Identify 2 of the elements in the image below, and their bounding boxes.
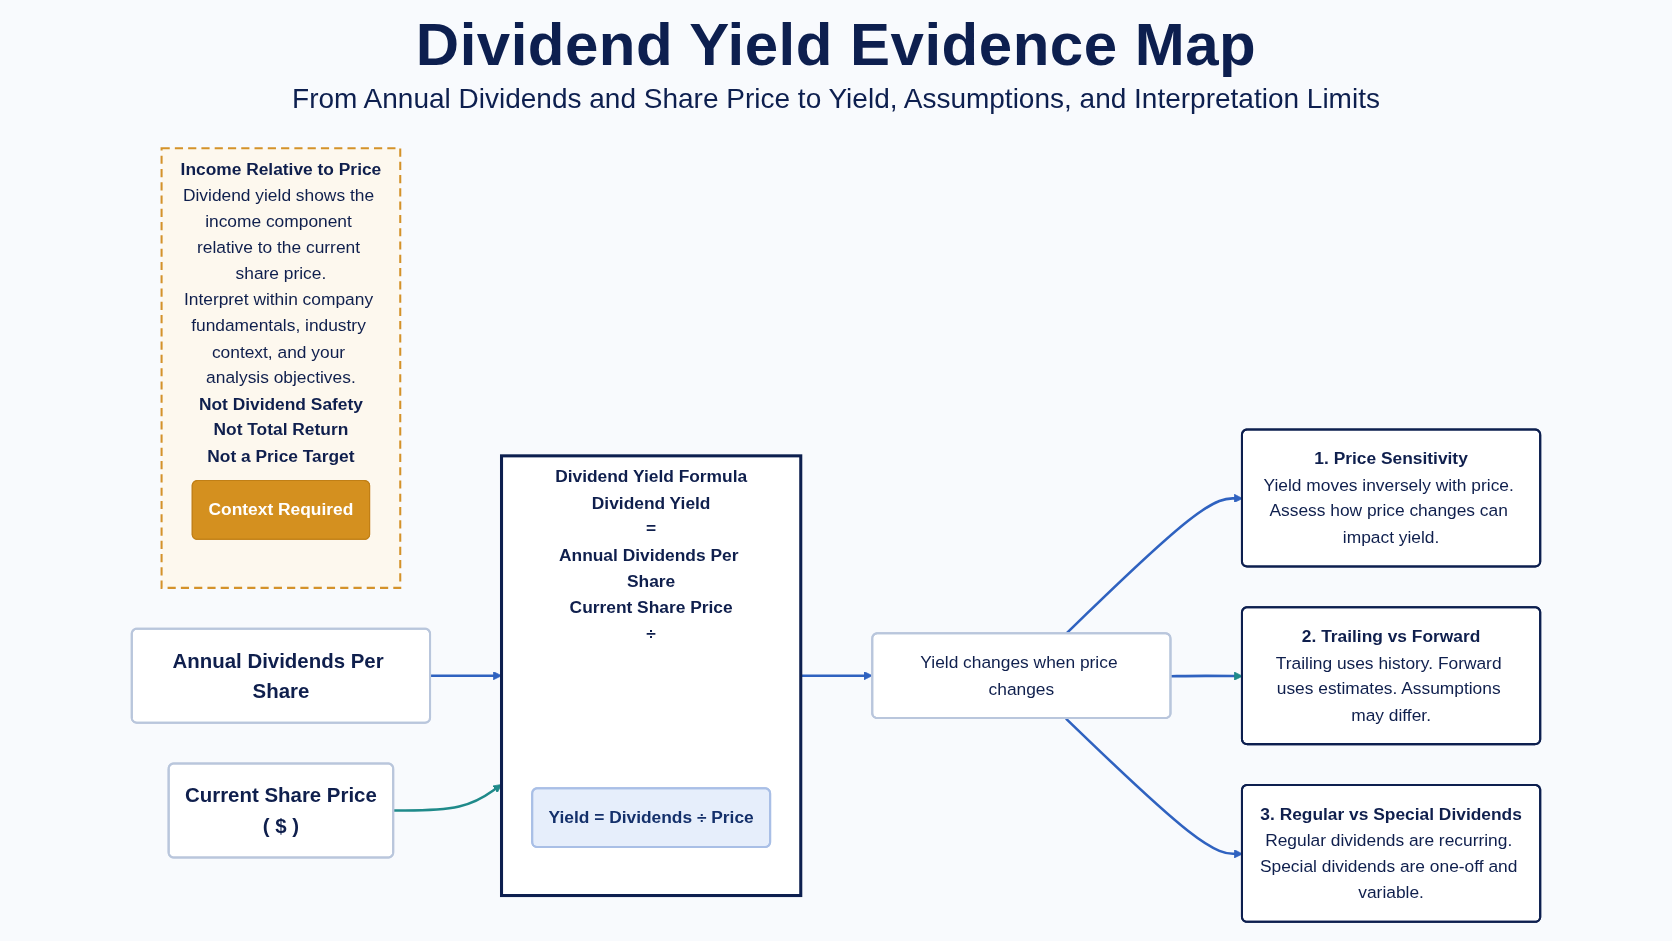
subtitle: From Annual Dividends and Share Price to Yield, Assumptions, and Interpretation Limits xyxy=(292,83,1380,115)
title: Dividend Yield Evidence Map xyxy=(415,10,1257,79)
